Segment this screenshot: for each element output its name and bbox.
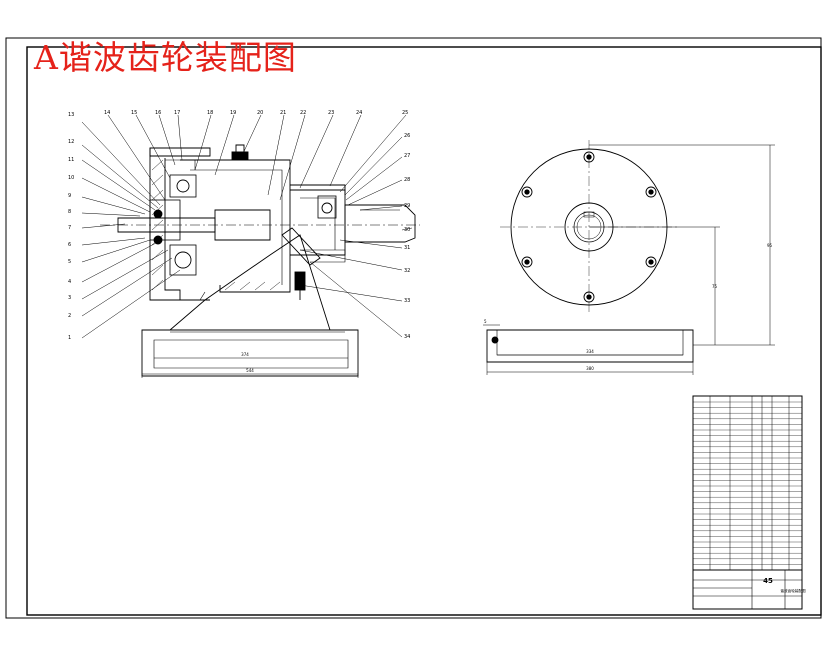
outer-frame (5, 37, 822, 619)
side-dim-small: 5 (484, 319, 487, 324)
side-dim-height: 75 (712, 284, 718, 289)
balloon-numbers: 13 12 11 10 9 8 7 6 5 4 3 2 1 14 15 16 1… (68, 110, 410, 341)
svg-text:5: 5 (68, 259, 71, 265)
side-view (486, 140, 694, 363)
svg-text:30: 30 (404, 227, 410, 233)
drawing-title: A谐波齿轮装配图 (34, 38, 297, 77)
parts-list-rows (693, 401, 802, 565)
svg-text:1: 1 (68, 335, 71, 341)
parts-list (692, 395, 803, 610)
svg-text:20: 20 (257, 110, 263, 116)
svg-text:27: 27 (404, 153, 410, 159)
svg-text:11: 11 (68, 157, 74, 163)
svg-text:22: 22 (300, 110, 306, 116)
side-dim-inner: 334 (586, 349, 594, 354)
front-dim-inner: 374 (241, 352, 249, 357)
title-block-name: 谐波齿轮装配图 (780, 588, 806, 593)
svg-text:34: 34 (404, 334, 410, 340)
side-dim-total: 95 (767, 243, 773, 248)
svg-text:6: 6 (68, 242, 71, 248)
svg-text:23: 23 (328, 110, 334, 116)
svg-text:9: 9 (68, 193, 71, 199)
side-dim-outer: 380 (586, 366, 594, 371)
svg-text:4: 4 (68, 279, 71, 285)
svg-text:26: 26 (404, 133, 410, 139)
svg-text:28: 28 (404, 177, 410, 183)
svg-text:29: 29 (404, 203, 410, 209)
svg-text:31: 31 (404, 245, 410, 251)
title-block-count: 45 (763, 577, 773, 585)
svg-text:2: 2 (68, 313, 71, 319)
svg-text:32: 32 (404, 268, 410, 274)
svg-text:24: 24 (356, 110, 362, 116)
svg-text:12: 12 (68, 139, 74, 145)
svg-text:8: 8 (68, 209, 71, 215)
svg-text:16: 16 (155, 110, 161, 116)
svg-text:18: 18 (207, 110, 213, 116)
svg-text:7: 7 (68, 225, 71, 231)
svg-text:14: 14 (104, 110, 110, 116)
svg-text:33: 33 (404, 298, 410, 304)
svg-text:17: 17 (174, 110, 180, 116)
front-dim-outer: 544 (246, 368, 254, 373)
svg-text:10: 10 (68, 175, 74, 181)
leader-lines (81, 114, 413, 339)
svg-text:19: 19 (230, 110, 236, 116)
front-dimensions (141, 357, 359, 378)
svg-text:15: 15 (131, 110, 137, 116)
inner-frame (26, 46, 822, 616)
svg-text:25: 25 (402, 110, 408, 116)
svg-text:3: 3 (68, 295, 71, 301)
svg-text:21: 21 (280, 110, 286, 116)
side-dimensions (483, 144, 775, 375)
front-section-view (100, 144, 420, 377)
svg-text:13: 13 (68, 112, 74, 118)
